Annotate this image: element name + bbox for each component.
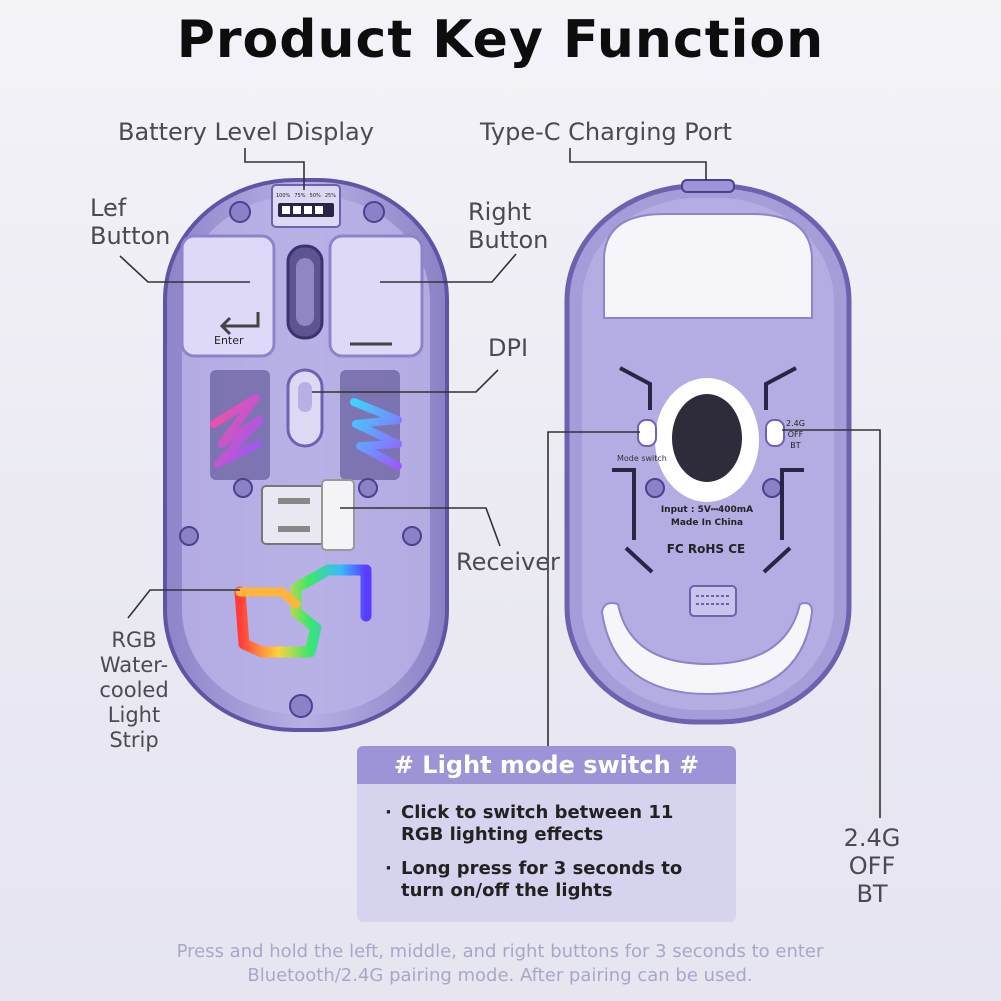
switch-positions-label: 2.4G OFF BT — [836, 824, 908, 908]
battery-tick: 50% — [309, 193, 321, 199]
right-key — [328, 234, 424, 358]
switch-position: OFF — [848, 852, 896, 880]
mouse-bottom-view — [564, 179, 852, 725]
deco-bar — [764, 366, 797, 410]
leader-power-switch — [782, 429, 881, 818]
deco-bar — [624, 546, 654, 574]
left-button-label-line: Button — [90, 222, 171, 250]
dpi-label: DPI — [488, 334, 529, 362]
screw — [229, 201, 251, 223]
switch-position: BT — [856, 880, 888, 908]
bullet-icon: · — [385, 858, 392, 879]
right-button-label-line: Right — [468, 198, 532, 226]
usb-receiver-slot — [278, 498, 310, 504]
rgb-label-line: cooled — [99, 678, 169, 702]
spec-labels: Input : 5V⎓400mA Made In China — [652, 504, 762, 530]
dpi-button-inner — [298, 382, 312, 412]
mode-switch — [637, 419, 657, 447]
leader-battery — [244, 148, 305, 190]
switch-small-label: OFF — [787, 430, 804, 439]
battery-ticks: 100% 75% 50% 25% — [276, 193, 336, 199]
right-button-label-line: Button — [468, 226, 549, 254]
rgb-label-line: Water- — [99, 653, 169, 677]
deco-bar — [612, 468, 636, 540]
vent-grille — [689, 585, 737, 617]
sensor-lens — [672, 394, 742, 482]
pairing-instructions: Press and hold the left, middle, and rig… — [176, 941, 824, 986]
leader-receiver — [340, 507, 501, 547]
light-mode-item-text: Click to switch between 11 RGB lighting … — [401, 802, 674, 845]
screw — [289, 694, 313, 718]
screw — [402, 526, 422, 546]
enter-arrow-icon — [219, 312, 260, 336]
left-button-label: Lef Button — [90, 194, 170, 250]
leader-typec — [569, 148, 707, 180]
screw — [363, 201, 385, 223]
light-mode-item-text: Long press for 3 seconds to turn on/off … — [401, 858, 683, 901]
mouse-feet-bottom — [600, 602, 814, 696]
rgb-strip-right — [350, 398, 402, 470]
switch-small-label: BT — [790, 441, 801, 450]
rgb-water-strip-2 — [235, 587, 301, 609]
battery-cell — [304, 206, 312, 214]
mouse-top-view — [163, 178, 449, 732]
screw — [179, 526, 199, 546]
leader-lines — [119, 148, 881, 818]
input-spec: Input : 5V⎓400mA — [660, 505, 754, 515]
enter-key-label: Enter — [214, 334, 244, 347]
screw — [762, 478, 782, 498]
screw — [645, 478, 665, 498]
type-c-port — [681, 179, 735, 193]
usb-receiver-body — [321, 479, 355, 551]
mouse-feet-top — [603, 213, 813, 319]
switch-small-label: 2.4G — [786, 419, 805, 428]
screw — [233, 478, 253, 498]
light-mode-item: · Long press for 3 seconds to turn on/of… — [385, 858, 721, 902]
right-button-label: Right Button — [468, 198, 548, 254]
rgb-water-strip — [234, 564, 372, 658]
usb-receiver-slot — [278, 526, 310, 532]
deco-bar — [619, 366, 652, 410]
deco-bar — [762, 546, 792, 574]
battery-tick: 25% — [324, 193, 336, 199]
screw — [358, 478, 378, 498]
typec-label: Type-C Charging Port — [480, 118, 732, 146]
light-mode-item: · Click to switch between 11 RGB lightin… — [385, 802, 721, 846]
battery-tick: 100% — [276, 193, 291, 199]
rgb-label: RGB Water- cooled Light Strip — [86, 628, 182, 753]
rgb-label-line: RGB — [111, 628, 157, 652]
battery-cell — [315, 206, 323, 214]
rgb-label-line: Light — [107, 703, 161, 727]
battery-cell — [282, 206, 290, 214]
leader-left-button — [119, 255, 250, 283]
deco-bar — [780, 468, 804, 540]
battery-label: Battery Level Display — [118, 118, 374, 146]
page-title: Product Key Function — [176, 10, 825, 70]
power-switch — [765, 419, 785, 447]
leader-dpi — [312, 369, 499, 393]
receiver-label: Receiver — [456, 548, 560, 576]
leader-mode-switch — [547, 431, 640, 754]
left-button-label-line: Lef — [90, 194, 127, 222]
switch-small-labels: 2.4G OFF BT — [786, 418, 805, 451]
leader-rgb — [127, 589, 240, 619]
usb-receiver-plug — [261, 485, 325, 545]
bullet-icon: · — [385, 802, 392, 823]
leader-right-button — [380, 253, 517, 283]
made-in-label: Made In China — [670, 518, 744, 528]
cert-marks: FC RoHS CE — [666, 542, 746, 556]
light-mode-panel: # Light mode switch # · Click to switch … — [357, 746, 736, 922]
rgb-label-line: Strip — [109, 728, 159, 752]
battery-cell — [293, 206, 301, 214]
mode-switch-label: Mode switch — [617, 454, 667, 463]
switch-position: 2.4G — [843, 824, 901, 852]
rgb-strip-left — [210, 394, 264, 468]
scroll-wheel-core — [296, 258, 314, 326]
light-mode-heading: # Light mode switch # — [357, 746, 736, 784]
battery-tick: 75% — [294, 193, 306, 199]
